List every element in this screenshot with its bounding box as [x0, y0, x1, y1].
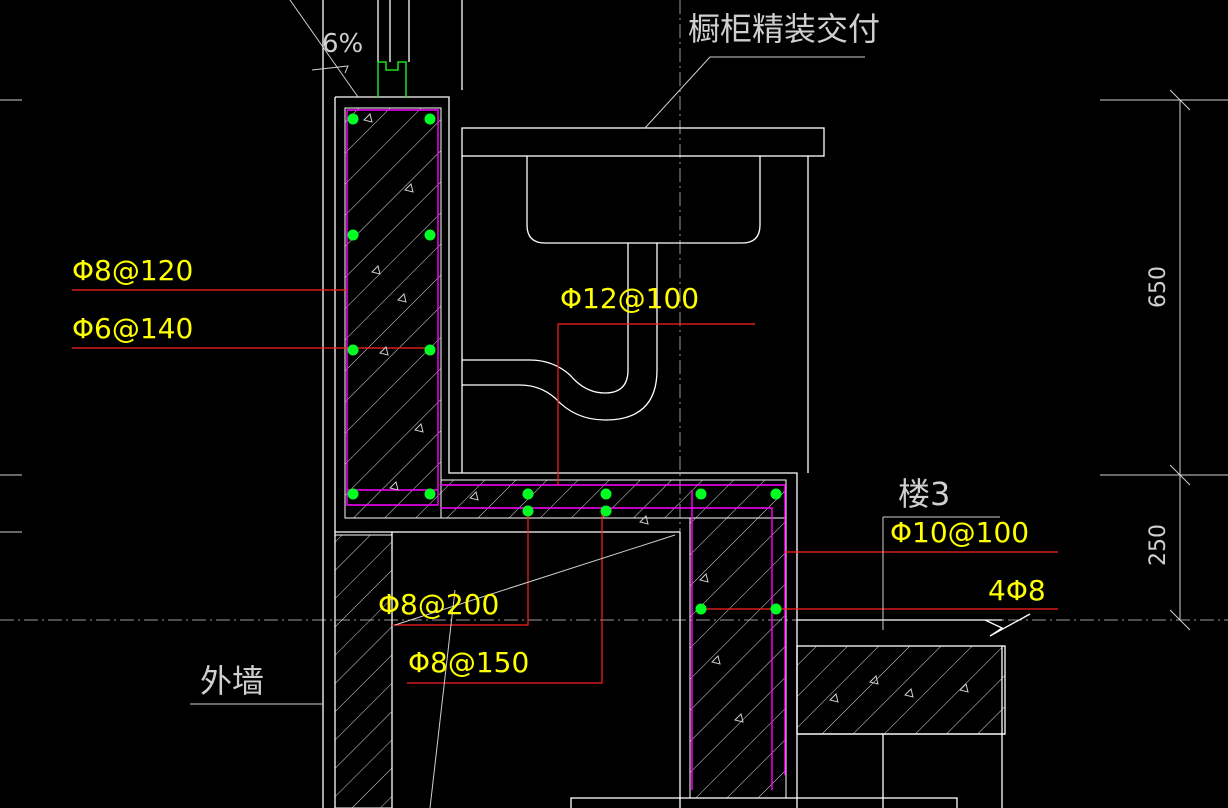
exterior-wall-label: 外墙: [200, 662, 264, 700]
rebar-dot: [347, 344, 359, 356]
rebar-dot: [424, 488, 436, 500]
leader-lines: [72, 289, 1058, 684]
rebar-dot: [600, 488, 612, 500]
rebar-dot: [347, 229, 359, 241]
rebar-dot: [522, 488, 534, 500]
aggregate-marks: [363, 113, 969, 723]
rebar-label-wall-distribution: Φ6@140: [72, 312, 193, 345]
rebar-label-beam-long: 4Φ8: [988, 574, 1046, 607]
rebar-dot: [347, 488, 359, 500]
dimension-upper: 650: [1146, 266, 1171, 308]
rebar-dot: [347, 113, 359, 125]
rebar-dot: [424, 113, 436, 125]
rebar-label-beam-stirrup: Φ10@100: [890, 516, 1029, 549]
rebar-dot: [695, 603, 707, 615]
rebar-dots: [347, 113, 782, 615]
rebar-dot: [770, 603, 782, 615]
rebar-dot: [695, 488, 707, 500]
dimension-lower: 250: [1146, 524, 1171, 566]
rebar-dot: [424, 229, 436, 241]
rebar-label-vertical-wall: Φ8@120: [72, 254, 193, 287]
rebar-dot: [600, 505, 612, 517]
window-profile: [377, 61, 407, 98]
rebar-dot: [770, 488, 782, 500]
cabinet-note-label: 橱柜精装交付: [688, 10, 880, 48]
rebar-label-slab-bottom: Φ8@150: [408, 646, 529, 679]
rebar-label-slab-top: Φ8@200: [378, 588, 499, 621]
floor-mark-label: 楼3: [898, 475, 950, 513]
rebar-cage: [346, 109, 786, 790]
rebar-dot: [522, 505, 534, 517]
rebar-dot: [424, 344, 436, 356]
slope-label: 6%: [322, 29, 363, 59]
rebar-label-sink-pipe: Φ12@100: [560, 282, 699, 315]
concrete-fill: [334, 107, 1006, 808]
